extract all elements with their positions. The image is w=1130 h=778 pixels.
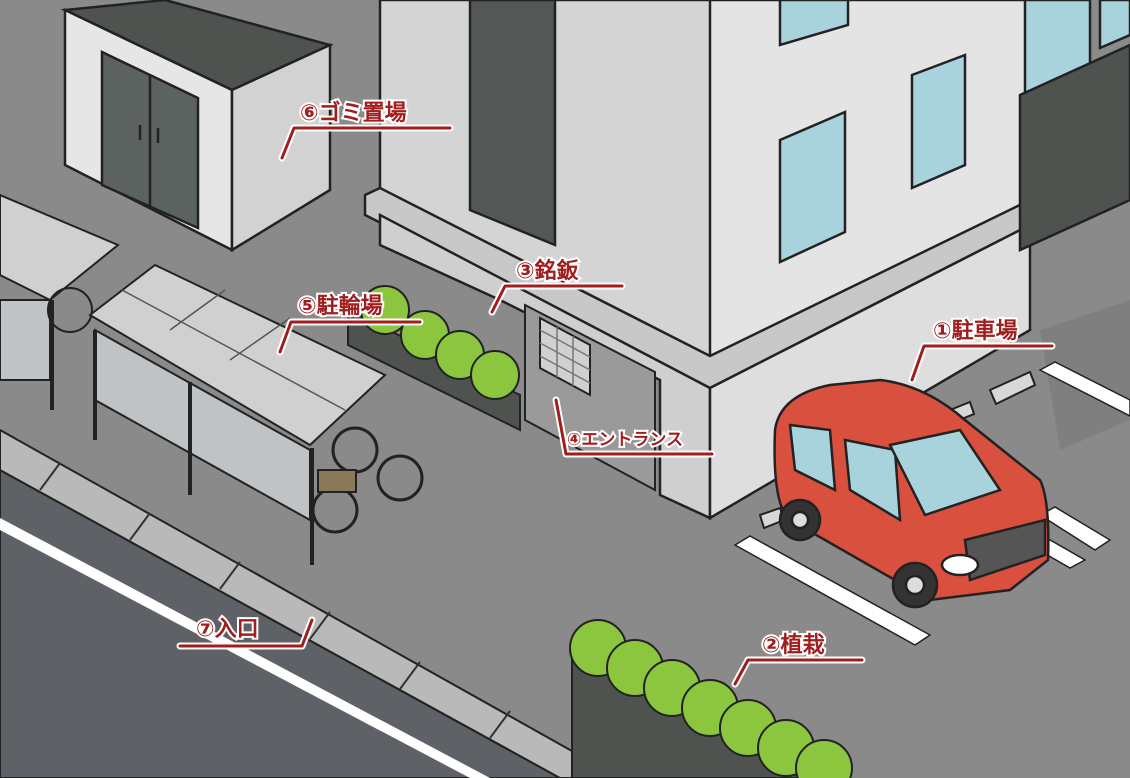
label-parking: ①駐車場 <box>933 318 1018 344</box>
bicycle-shelter-left <box>0 193 120 410</box>
bicycle-shelter-right <box>88 263 424 565</box>
callout-nameplate: ③銘鈑 <box>488 256 626 316</box>
window <box>778 0 850 47</box>
planter-front <box>569 619 853 778</box>
window <box>1098 0 1130 50</box>
callout-planting: ②植栽 <box>731 630 866 688</box>
window <box>910 53 967 190</box>
entrance-area <box>524 303 656 492</box>
curb-joints <box>39 462 511 739</box>
callout-parking: ①駐車場 <box>908 316 1056 384</box>
callout-gate: ⑦入口 <box>176 615 316 650</box>
parking-lines <box>733 361 1130 646</box>
callout-bicycle-parking: ⑤駐輪場 <box>276 291 424 356</box>
sidewalk-curb <box>0 428 623 778</box>
window <box>778 110 847 264</box>
red-car <box>773 378 1050 609</box>
label-nameplate: ③銘鈑 <box>516 258 579 284</box>
garbage-shed <box>60 0 334 253</box>
side-ground <box>1040 300 1130 450</box>
label-gate: ⑦入口 <box>196 617 259 642</box>
callout-garbage: ⑥ゴミ置場 <box>278 98 454 162</box>
label-bicycle-parking: ⑤駐輪場 <box>298 293 383 319</box>
label-planting: ②植栽 <box>762 632 825 658</box>
label-garbage: ⑥ゴミ置場 <box>300 100 407 126</box>
label-entrance: ④エントランス <box>567 430 683 450</box>
planter-entrance <box>347 285 521 432</box>
callout-entrance: ④エントランス <box>552 396 716 458</box>
